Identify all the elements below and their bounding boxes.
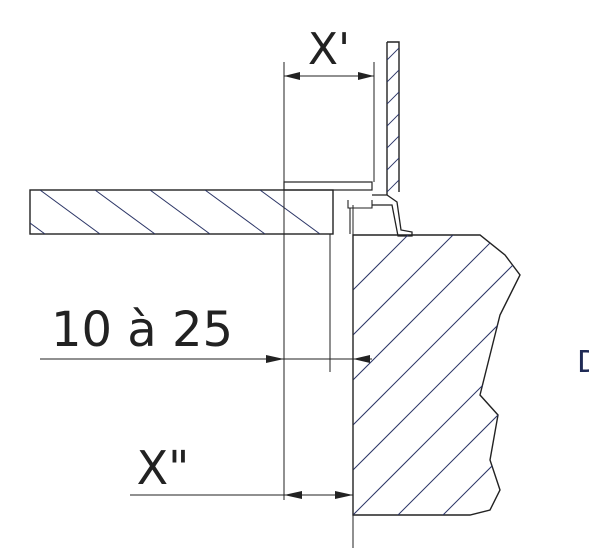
vertical-angle-profile	[347, 41, 413, 237]
dimension-10-a-25: 10 à 25	[40, 302, 372, 363]
slab-outline	[29, 189, 334, 235]
dim-x-double-prime-label: X"	[137, 441, 190, 495]
wall-outline	[352, 234, 521, 516]
wall-hatch	[353, 235, 520, 515]
slab-section	[29, 189, 334, 235]
wall-section	[352, 234, 521, 516]
right-edge-label: D	[577, 345, 589, 380]
dimension-x-prime: X'	[284, 24, 374, 80]
flashing-clip	[372, 194, 413, 237]
dim-x-prime-label: X'	[308, 24, 350, 75]
cover-plate	[283, 181, 373, 191]
small-connector	[347, 200, 373, 209]
extension-lines	[283, 62, 375, 548]
slab-hatch	[30, 190, 321, 234]
dim-10-a-25-label: 10 à 25	[51, 302, 233, 358]
dimension-x-double-prime: X"	[130, 441, 353, 499]
